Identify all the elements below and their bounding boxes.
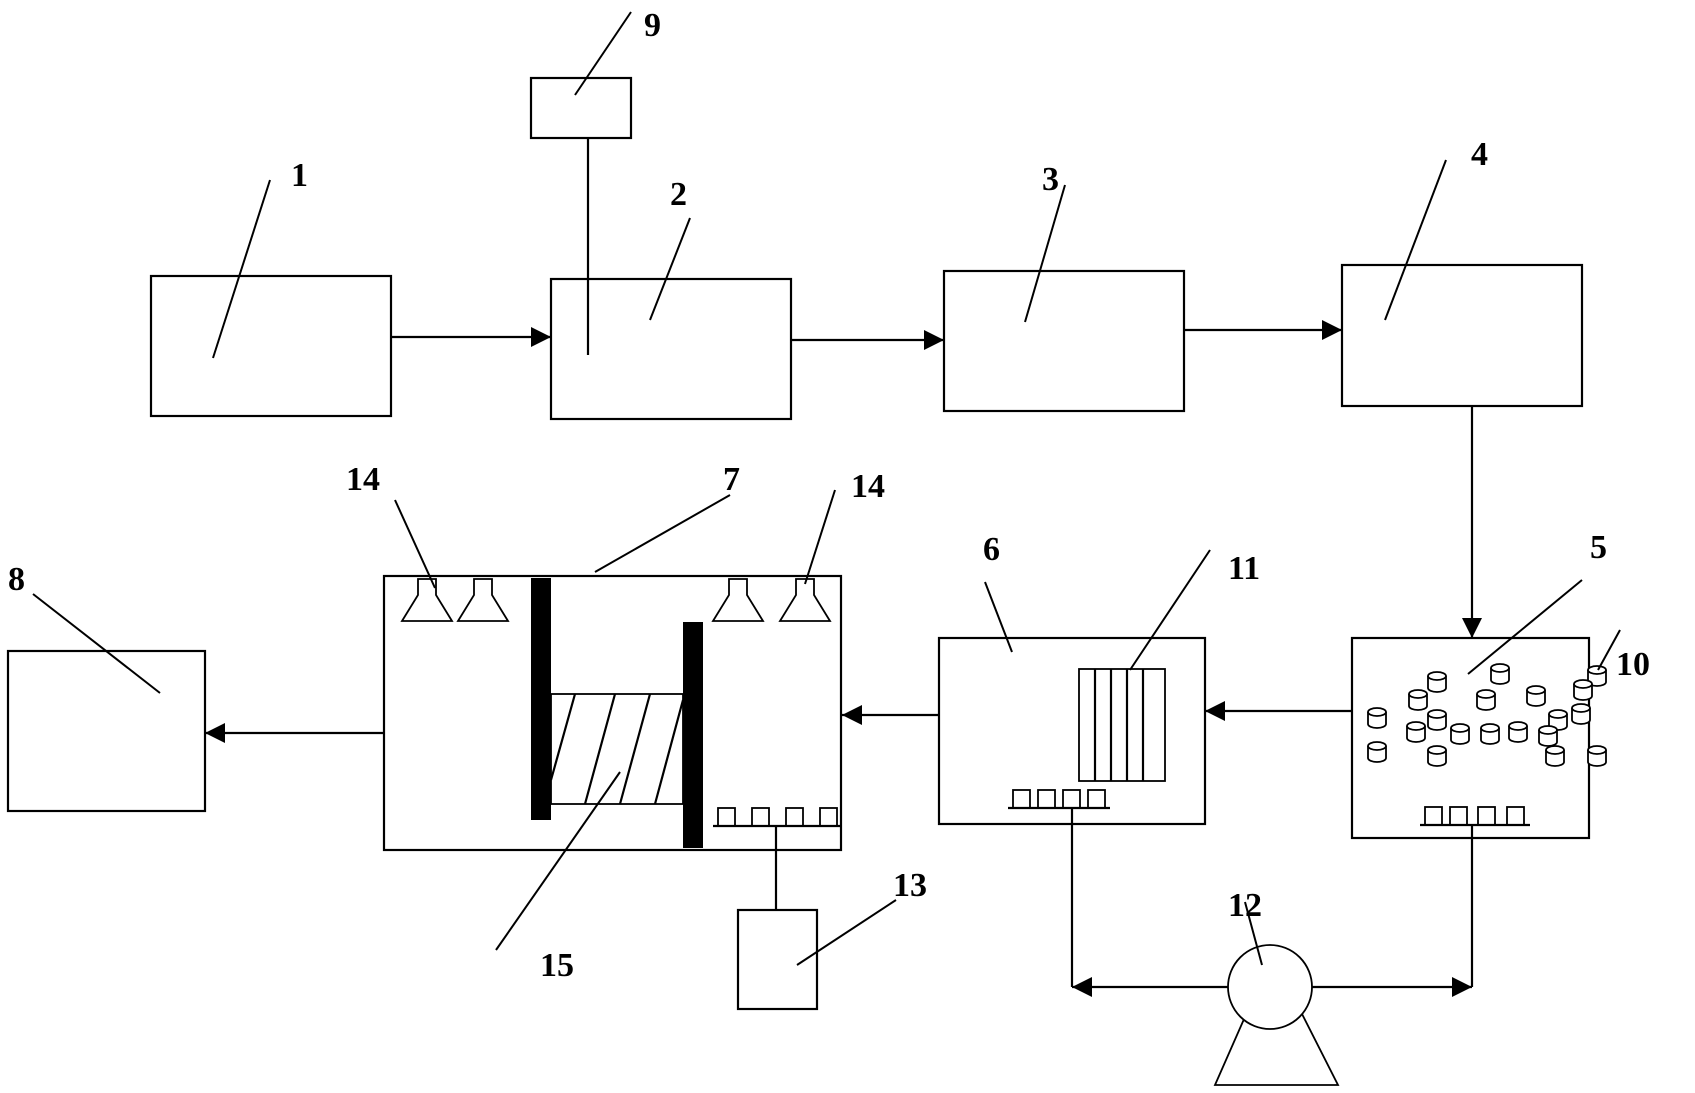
carrier-icon (1508, 721, 1528, 743)
label-4: 4 (1471, 136, 1488, 173)
spray-nozzles-left (400, 578, 510, 622)
carrier-icon (1545, 745, 1565, 767)
carrier-icon (1427, 745, 1447, 767)
carrier-icon (1367, 741, 1387, 763)
carrier-icon (1526, 685, 1546, 707)
label-10: 10 (1616, 646, 1650, 683)
label-2: 2 (670, 176, 687, 213)
carrier-icon (1573, 679, 1593, 701)
carrier-icon (1408, 689, 1428, 711)
unit-7-aerator (713, 807, 841, 828)
packing-15 (549, 693, 685, 805)
label-12: 12 (1228, 887, 1262, 924)
unit-8-box (6, 649, 207, 813)
label-7: 7 (723, 461, 740, 498)
label-5: 5 (1590, 529, 1607, 566)
carrier-icon (1427, 671, 1447, 693)
leader-lines (32, 11, 1621, 966)
carrier-icon (1427, 709, 1447, 731)
unit-9-box (529, 76, 633, 140)
carrier-icon (1538, 725, 1558, 747)
carrier-icon (1480, 723, 1500, 745)
label-14-left: 14 (346, 461, 380, 498)
unit-5-aerator (1420, 806, 1530, 827)
carrier-icon (1406, 721, 1426, 743)
carrier-icon (1571, 703, 1591, 725)
label-13: 13 (893, 867, 927, 904)
membrane-module-11 (1078, 668, 1166, 782)
label-15: 15 (540, 947, 574, 984)
label-1: 1 (291, 157, 308, 194)
label-6: 6 (983, 531, 1000, 568)
partition-left (531, 578, 551, 820)
unit-4-box (1340, 263, 1584, 408)
spray-nozzles-right (711, 578, 832, 622)
label-9: 9 (644, 7, 661, 44)
pump-12 (1213, 944, 1340, 1086)
carrier-icon (1587, 745, 1607, 767)
carrier-icon (1490, 663, 1510, 685)
partition-right (683, 622, 703, 848)
unit-2-box (549, 277, 793, 421)
label-14-right: 14 (851, 468, 885, 505)
carrier-icon (1367, 707, 1387, 729)
carrier-icon (1476, 689, 1496, 711)
carrier-icon (1587, 665, 1607, 687)
label-8: 8 (8, 561, 25, 598)
unit-1-box (149, 274, 393, 418)
label-3: 3 (1042, 161, 1059, 198)
unit-3-box (942, 269, 1186, 413)
carrier-icon (1450, 723, 1470, 745)
label-11: 11 (1228, 550, 1260, 587)
carrier-media-group (1367, 663, 1607, 767)
